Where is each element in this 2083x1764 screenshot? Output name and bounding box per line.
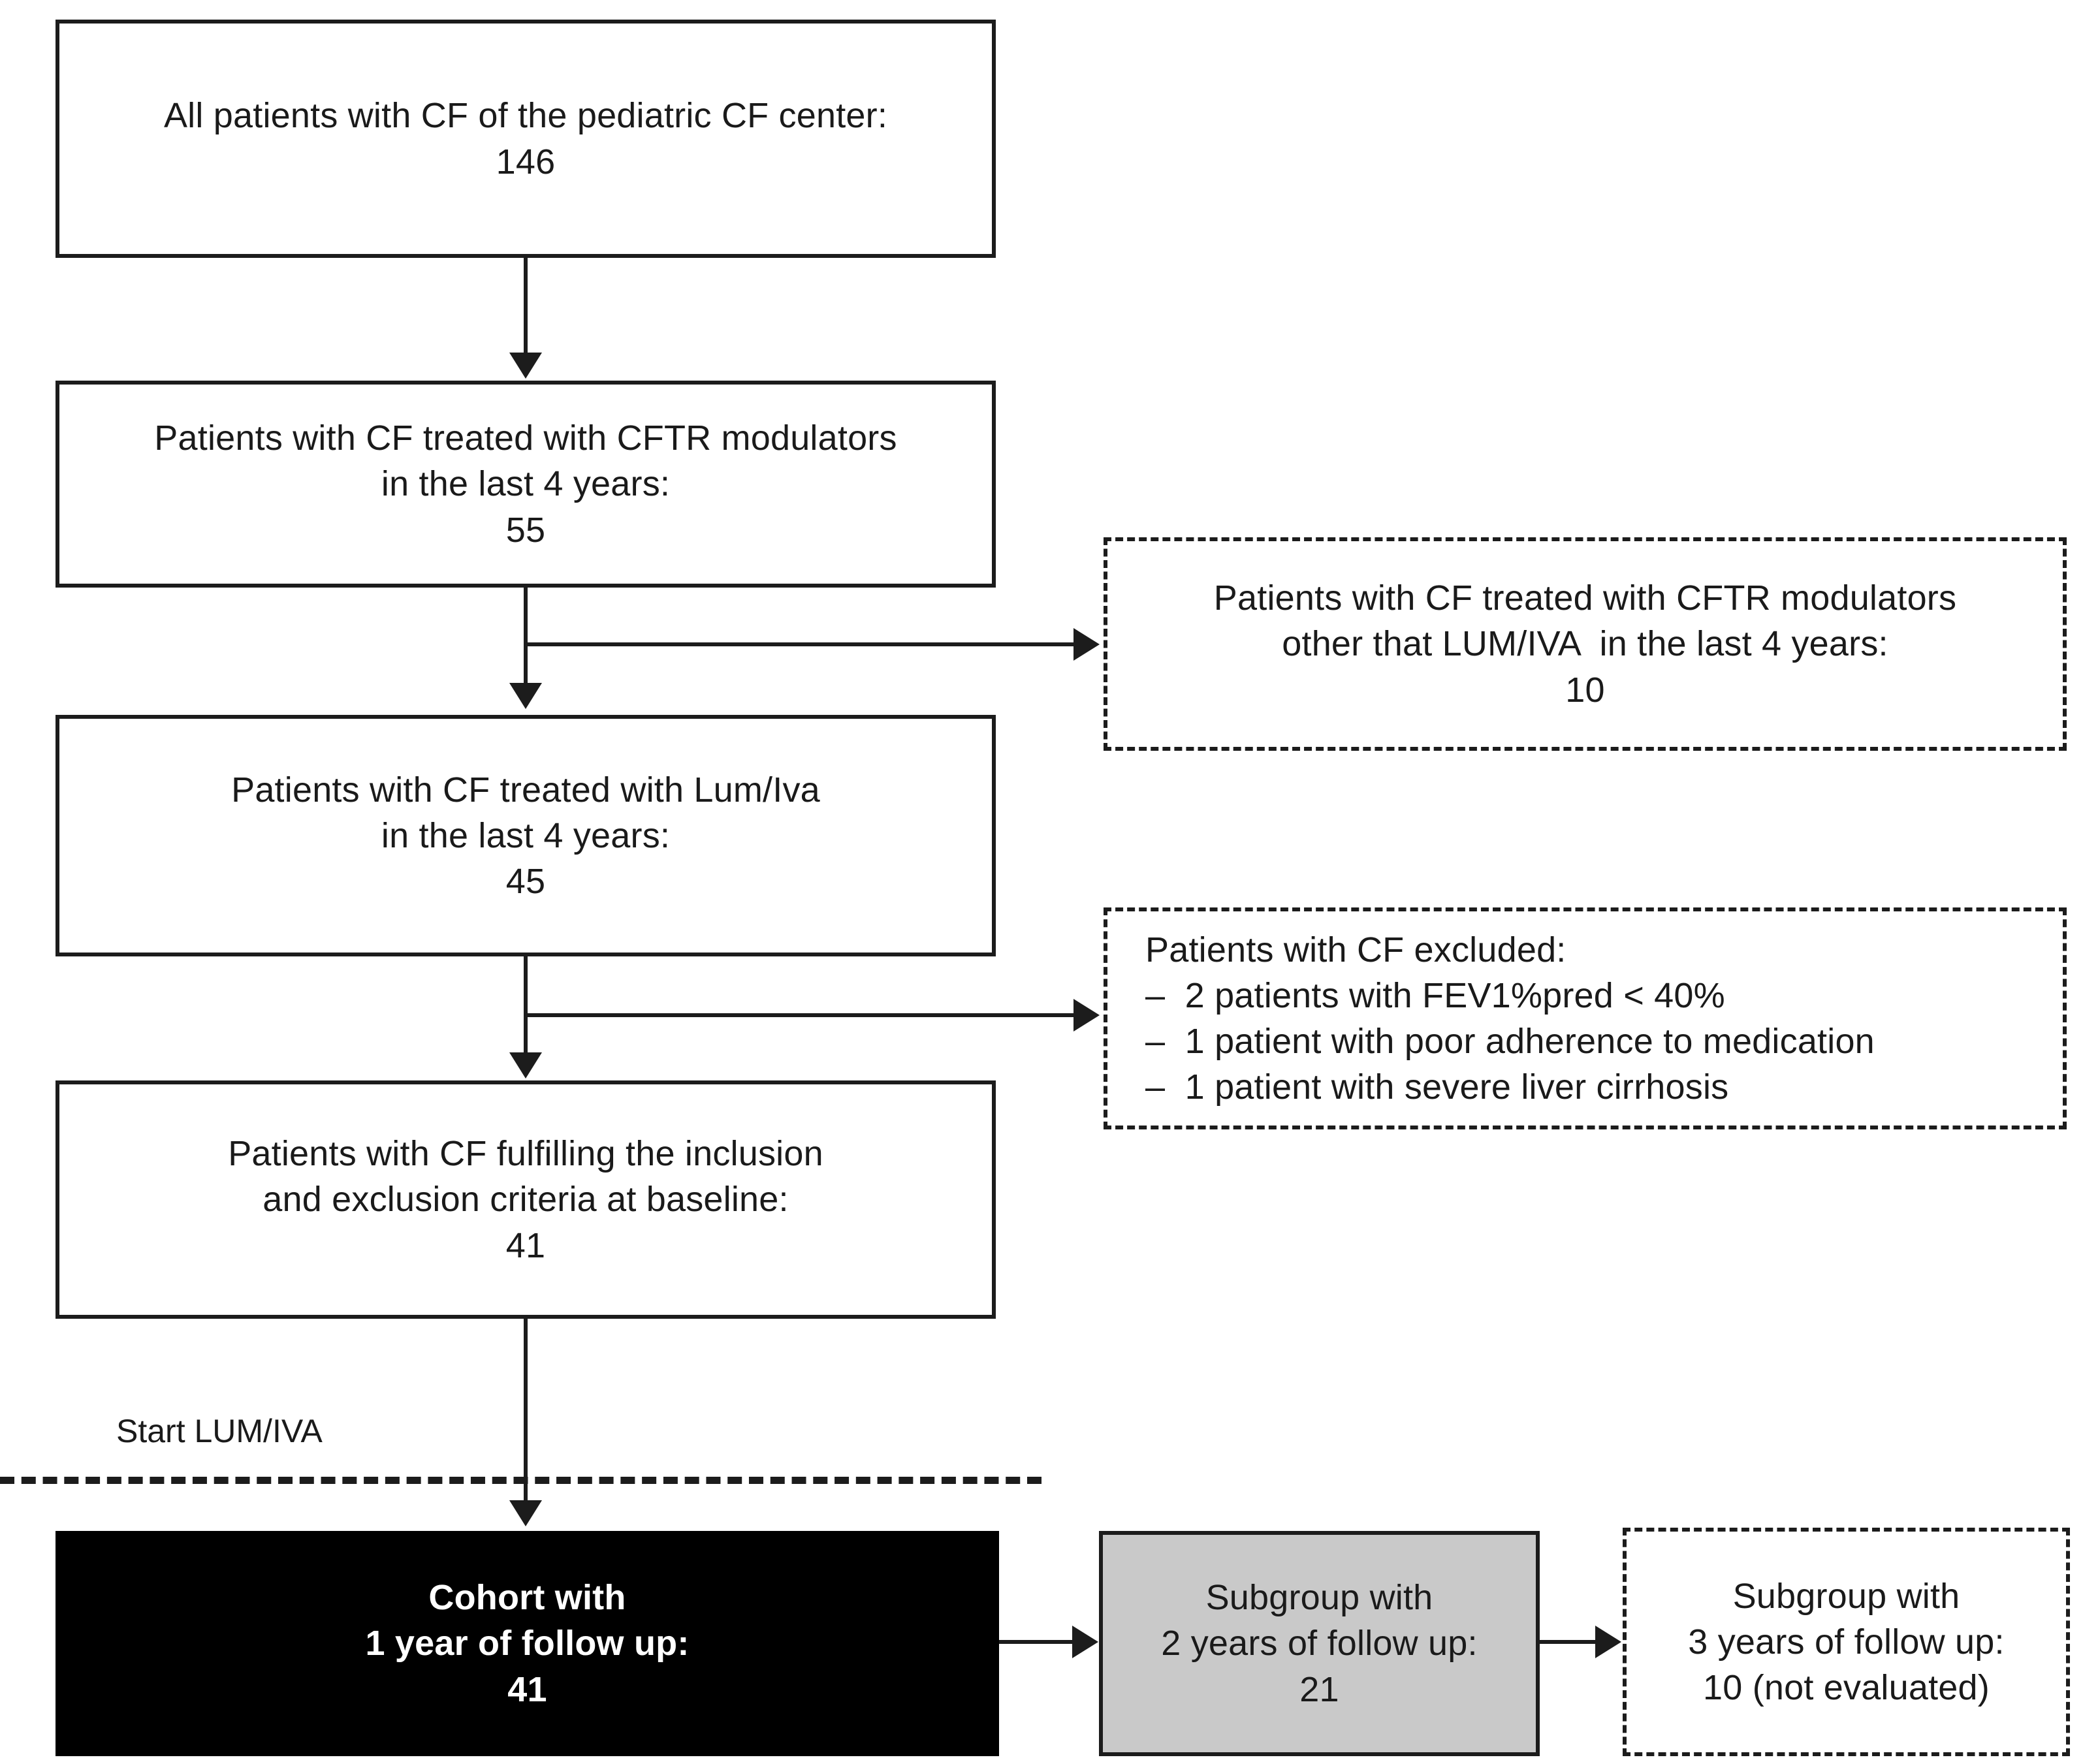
node-all-patients: All patients with CF of the pediatric CF…	[56, 20, 996, 258]
node-subgroup-3-years-line-2: 3 years of follow up:	[1688, 1622, 2005, 1662]
arrowhead-lumiva-to-excluded	[1073, 999, 1100, 1032]
connector-lumiva-to-excluded	[524, 1013, 1073, 1017]
node-subgroup-3-years-line-1: Subgroup with	[1732, 1576, 1960, 1616]
node-patients-excluded-heading: Patients with CF excluded:	[1145, 930, 1566, 969]
node-patients-excluded-item-1: – 2 patients with FEV1%pred < 40%	[1145, 975, 1725, 1015]
node-subgroup-3-years-count: 10 (not evaluated)	[1703, 1668, 1990, 1708]
connector-cohort-to-subgroup-2y	[999, 1640, 1072, 1644]
arrowhead-all-to-modulators	[509, 353, 542, 379]
connector-lumiva-to-inclusion	[524, 956, 528, 1056]
node-cftr-modulators-line-1: Patients with CF treated with CFTR modul…	[154, 418, 897, 458]
node-patients-excluded-item-2: – 1 patient with poor adherence to medic…	[1145, 1022, 1875, 1061]
connector-modulators-to-other-modulators	[524, 642, 1073, 646]
node-other-modulators-count: 10	[1565, 670, 1605, 710]
separator-label-start-lumiva: Start LUM/IVA	[116, 1413, 323, 1449]
node-cftr-modulators-line-2: in the last 4 years:	[381, 464, 671, 504]
connector-subgroup-2y-to-3y	[1540, 1640, 1595, 1644]
node-subgroup-2-years-line-1: Subgroup with	[1205, 1578, 1433, 1618]
node-patients-excluded: Patients with CF excluded: – 2 patients …	[1104, 907, 2067, 1129]
node-inclusion-criteria-count: 41	[505, 1225, 546, 1265]
node-lumiva-treated-count: 45	[505, 862, 546, 902]
node-subgroup-2-years-count: 21	[1299, 1669, 1339, 1709]
node-subgroup-2-years-line-2: 2 years of follow up:	[1161, 1624, 1478, 1663]
node-subgroup-3-years: Subgroup with 3 years of follow up: 10 (…	[1623, 1528, 2070, 1756]
connector-all-to-modulators	[524, 258, 528, 356]
arrowhead-modulators-to-lumiva	[509, 683, 542, 709]
connector-inclusion-to-cohort	[524, 1319, 528, 1503]
node-lumiva-treated-line-2: in the last 4 years:	[381, 815, 671, 855]
arrowhead-modulators-to-other-modulators	[1073, 628, 1100, 661]
node-other-modulators-line-1: Patients with CF treated with CFTR modul…	[1213, 578, 1957, 618]
node-lumiva-treated: Patients with CF treated with Lum/Iva in…	[56, 715, 996, 956]
node-lumiva-treated-line-1: Patients with CF treated with Lum/Iva	[231, 770, 820, 810]
node-subgroup-2-years: Subgroup with 2 years of follow up: 21	[1099, 1531, 1540, 1756]
node-all-patients-line-1: All patients with CF of the pediatric CF…	[163, 96, 888, 136]
arrowhead-lumiva-to-inclusion	[509, 1052, 542, 1079]
arrowhead-cohort-to-subgroup-2y	[1072, 1626, 1098, 1658]
node-inclusion-criteria: Patients with CF fulfilling the inclusio…	[56, 1080, 996, 1319]
node-cohort-1-year: Cohort with 1 year of follow up: 41	[56, 1531, 999, 1756]
node-inclusion-criteria-line-2: and exclusion criteria at baseline:	[262, 1180, 789, 1220]
node-cftr-modulators: Patients with CF treated with CFTR modul…	[56, 381, 996, 588]
node-cohort-1-year-line-2: 1 year of follow up:	[365, 1624, 690, 1663]
node-all-patients-count: 146	[496, 142, 556, 181]
connector-modulators-to-lumiva	[524, 588, 528, 685]
node-other-modulators-excluded: Patients with CF treated with CFTR modul…	[1104, 537, 2067, 751]
node-inclusion-criteria-line-1: Patients with CF fulfilling the inclusio…	[228, 1134, 823, 1174]
separator-line-start-lumiva	[0, 1477, 1042, 1484]
node-cohort-1-year-count: 41	[507, 1669, 547, 1709]
node-patients-excluded-item-3: – 1 patient with severe liver cirrhosis	[1145, 1067, 1729, 1107]
arrowhead-inclusion-to-cohort	[509, 1500, 542, 1526]
node-other-modulators-line-2: other that LUM/IVA in the last 4 years:	[1282, 624, 1888, 664]
arrowhead-subgroup-2y-to-3y	[1595, 1626, 1621, 1658]
node-cftr-modulators-count: 55	[505, 510, 546, 550]
node-cohort-1-year-line-1: Cohort with	[428, 1578, 626, 1618]
